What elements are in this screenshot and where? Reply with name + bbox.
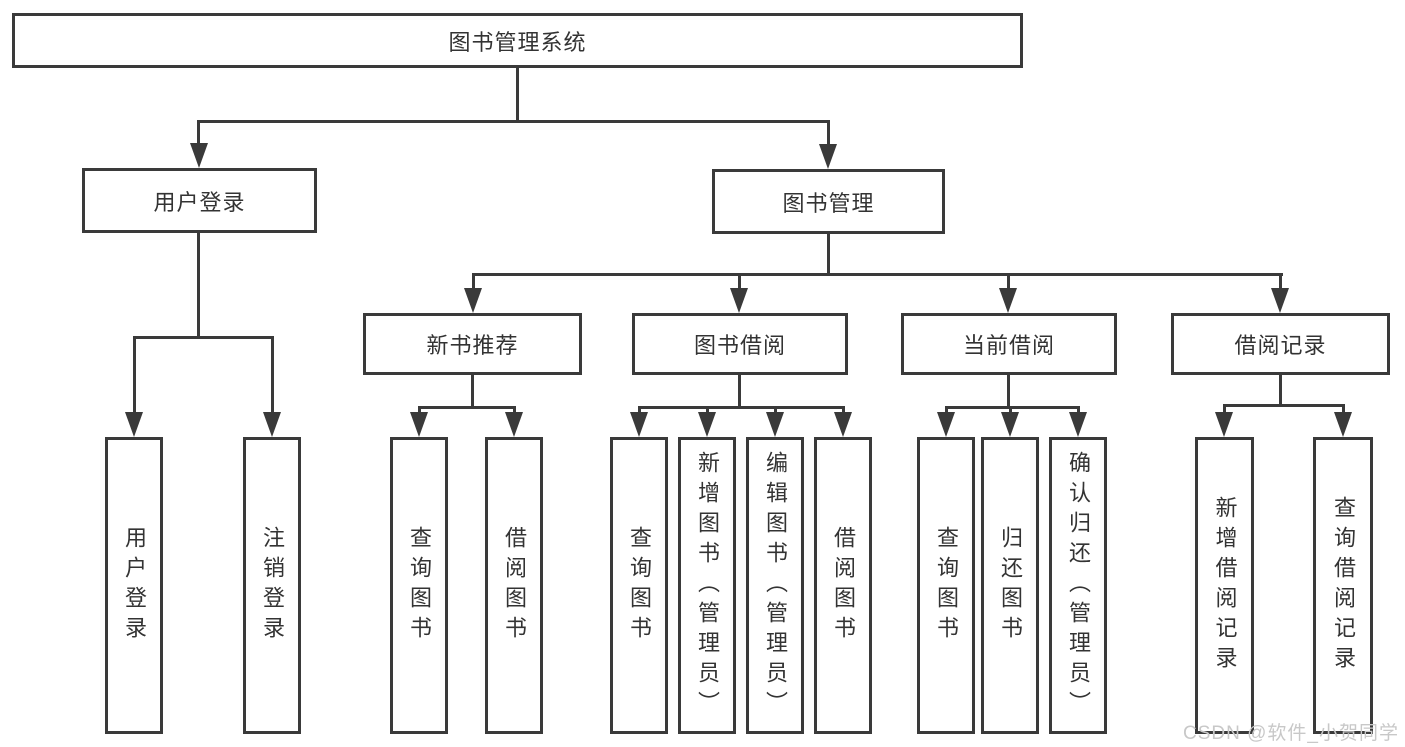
connector-stem [1009, 406, 1012, 415]
connector-stem [133, 336, 136, 414]
node-label: 新增借阅记录 [1212, 495, 1238, 676]
connector-login-rail [133, 336, 274, 339]
connector-stem [638, 406, 641, 415]
arrowhead-icon [730, 288, 748, 313]
arrowhead-icon [410, 412, 428, 437]
arrowhead-icon [999, 288, 1017, 313]
leaf-borrow-books: 借阅图书 [814, 437, 872, 734]
arrowhead-icon [834, 412, 852, 437]
node-label: 借阅记录 [1234, 333, 1327, 358]
connector-trunk [1279, 375, 1282, 406]
arrowhead-icon [263, 412, 281, 437]
connector-rail [638, 406, 845, 409]
arrowhead-icon [505, 412, 523, 437]
node-label: 查询图书 [627, 525, 652, 646]
node-label: 当前借阅 [962, 333, 1055, 358]
leaf-user-login: 用户登录 [105, 437, 163, 734]
connector-stem [1223, 404, 1226, 415]
node-label: 图书管理 [782, 190, 875, 216]
arrowhead-icon [937, 412, 955, 437]
arrowhead-icon [1069, 412, 1087, 437]
leaf-confirm-return-admin: 确认归还（管理员） [1049, 437, 1107, 734]
node-user-login: 用户登录 [82, 168, 317, 233]
connector-level3-rail [472, 273, 1283, 276]
node-label: 新增图书（管理员） [695, 450, 720, 721]
connector-stem [842, 406, 845, 415]
node-library-management-system: 图书管理系统 [12, 13, 1023, 68]
connector-stem [271, 336, 274, 414]
node-label: 图书管理系统 [448, 29, 587, 55]
arrowhead-icon [464, 288, 482, 313]
node-label: 用户登录 [153, 189, 246, 215]
arrowhead-icon [125, 412, 143, 437]
arrowhead-icon [1271, 288, 1289, 313]
node-book-borrow: 图书借阅 [632, 313, 848, 375]
connector-level2-rail [197, 120, 830, 123]
connector-stem [1279, 273, 1282, 291]
connector-rail [945, 406, 1080, 409]
node-label: 借阅图书 [831, 525, 856, 646]
node-label: 查询借阅记录 [1331, 495, 1356, 676]
connector-rail [1223, 404, 1345, 407]
node-new-book-recommend: 新书推荐 [363, 313, 582, 375]
leaf-borrow-books-recommend: 借阅图书 [485, 437, 543, 734]
node-label: 用户登录 [122, 525, 147, 646]
connector-stem [472, 273, 475, 291]
node-label: 图书借阅 [693, 333, 786, 358]
connector-trunk [1007, 375, 1010, 408]
connector-stem [197, 120, 200, 147]
node-borrow-records: 借阅记录 [1171, 313, 1390, 375]
arrowhead-icon [630, 412, 648, 437]
node-label: 新书推荐 [426, 333, 519, 358]
leaf-query-books-recommend: 查询图书 [390, 437, 448, 734]
node-current-borrow: 当前借阅 [901, 313, 1117, 375]
leaf-query-books-current: 查询图书 [917, 437, 975, 734]
connector-login-trunk [197, 233, 200, 339]
arrowhead-icon [766, 412, 784, 437]
node-label: 归还图书 [998, 525, 1023, 646]
leaf-query-borrow-record: 查询借阅记录 [1313, 437, 1373, 734]
arrowhead-icon [698, 412, 716, 437]
leaf-return-book: 归还图书 [981, 437, 1039, 734]
node-book-management: 图书管理 [712, 169, 945, 234]
arrowhead-icon [190, 143, 208, 168]
csdn-watermark: CSDN @软件_小贺同学 [1183, 723, 1399, 744]
connector-stem [418, 406, 421, 415]
connector-root-trunk [516, 68, 519, 123]
leaf-query-books-borrow: 查询图书 [610, 437, 668, 734]
arrowhead-icon [819, 144, 837, 169]
connector-stem [738, 273, 741, 291]
leaf-add-borrow-record: 新增借阅记录 [1195, 437, 1254, 734]
node-label: 注销登录 [260, 525, 285, 646]
connector-stem [774, 406, 777, 415]
connector-mgmt-trunk [827, 234, 830, 276]
connector-stem [1342, 404, 1345, 415]
node-label: 编辑图书（管理员） [763, 450, 788, 721]
node-label: 查询图书 [407, 525, 432, 646]
connector-trunk [471, 375, 474, 408]
leaf-edit-book-admin: 编辑图书（管理员） [746, 437, 804, 734]
arrowhead-icon [1001, 412, 1019, 437]
node-label: 查询图书 [934, 525, 959, 646]
connector-stem [945, 406, 948, 415]
connector-stem [1077, 406, 1080, 415]
arrowhead-icon [1334, 412, 1352, 437]
connector-stem [827, 120, 830, 147]
connector-stem [706, 406, 709, 415]
connector-rail [418, 406, 516, 409]
connector-stem [513, 406, 516, 415]
connector-stem [1007, 273, 1010, 291]
leaf-logout: 注销登录 [243, 437, 301, 734]
leaf-add-book-admin: 新增图书（管理员） [678, 437, 736, 734]
connector-trunk [738, 375, 741, 408]
node-label: 借阅图书 [502, 525, 527, 646]
node-label: 确认归还（管理员） [1066, 450, 1091, 721]
arrowhead-icon [1215, 412, 1233, 437]
